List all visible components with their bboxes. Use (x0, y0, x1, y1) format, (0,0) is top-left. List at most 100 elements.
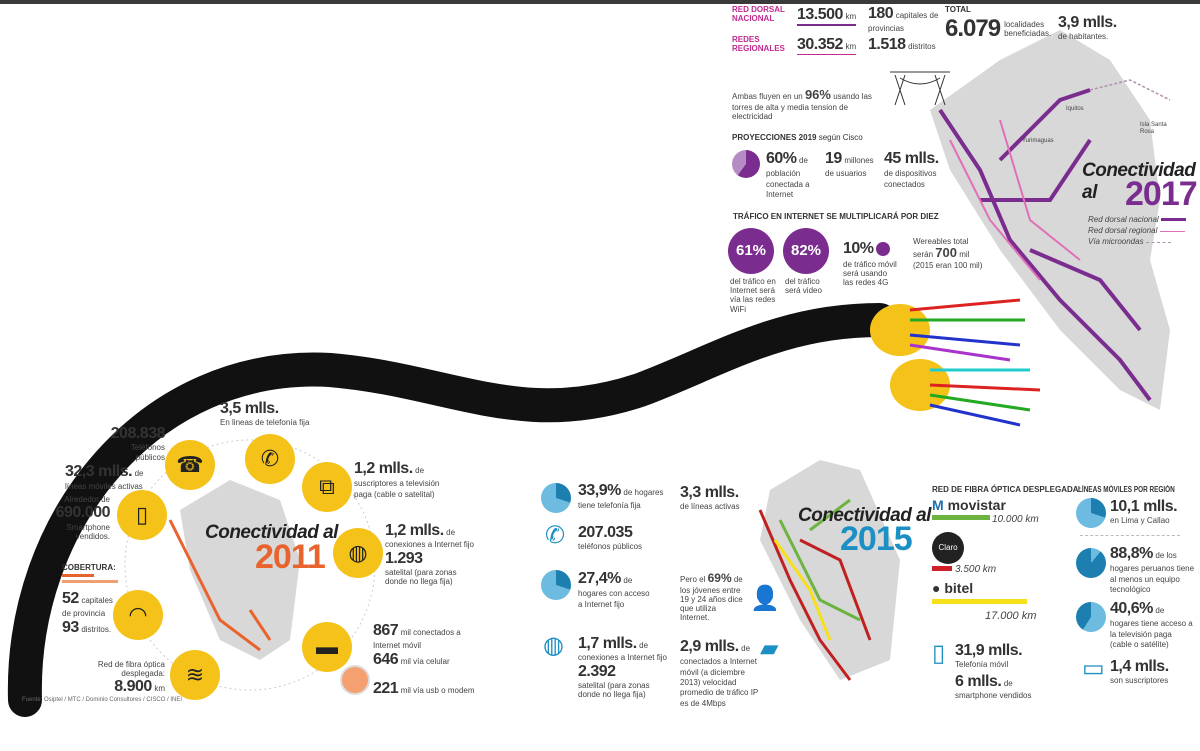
movistar-km: 10.000 km (992, 514, 1039, 525)
wearables-note: (2015 eran 100 mil) (913, 261, 983, 271)
trafico-title: TRÁFICO EN INTERNET SE MULTIPLICARÁ POR … (733, 212, 939, 221)
wifi-text: del tráfico en Internet será vía las red… (730, 277, 776, 314)
cel-2011-num: 646 (373, 651, 399, 668)
habitantes-num: 3,9 mlls. (1058, 14, 1117, 31)
region-title: LÍNEAS MÓVILES POR REGIÓN (1078, 485, 1175, 494)
city-yurimaguas: Yurimaguas (1022, 138, 1054, 144)
proy-pct-block: 60% de población conectada a Internet (766, 150, 816, 199)
legend-micro-swatch (1145, 241, 1171, 243)
claro-logo: Claro (932, 532, 964, 564)
fija-2015-block: 33,9% de hogares tiene telefonía fija (578, 482, 668, 511)
torres-pct: 96% (804, 87, 831, 102)
globe-icon: ◍ (543, 632, 564, 659)
movistar-lines-2015 (778, 498, 861, 622)
usb-2011-text: mil vía usb o modem (400, 686, 475, 695)
pie-movil-icon (340, 665, 370, 695)
divider (1080, 535, 1180, 536)
movil-2011-block: 867 mil conectados a Internet móvil (373, 622, 468, 651)
desk-phone-icon: ☎ (165, 440, 215, 490)
susc-num: 1,4 mlls. (1110, 658, 1169, 675)
de-text: de (741, 644, 751, 653)
lineas-2015-text: de líneas activas (680, 502, 740, 512)
pie-888-icon (1076, 548, 1106, 578)
user-icon: 👤 (750, 585, 780, 612)
jovenes-block: Pero el 69% de los jóvenes entre 19 y 24… (680, 571, 745, 623)
km-unit: km (154, 684, 165, 694)
movil-text: de tráfico móvil será usando las redes 4… (843, 260, 897, 288)
cable-core-2 (890, 359, 950, 411)
equipo-text: de los hogares peruanos tiene al menos u… (1110, 551, 1195, 595)
title-2017: Conectividad al (1082, 160, 1196, 203)
red-dorsal-km: 13.500 (797, 6, 843, 23)
proyecciones-title: PROYECCIONES 2019 (732, 133, 817, 142)
globe-icon: ◍ (333, 528, 383, 578)
habitantes-text: de habitantes. (1058, 32, 1109, 42)
cable-core-1 (870, 304, 930, 356)
claro-km: 3.500 km (955, 564, 997, 575)
smart-2015-num: 6 mlls. (955, 672, 1002, 690)
movil-pct: 10% (843, 240, 874, 257)
tv-2011-block: 1,2 mlls. de suscriptores a televisión p… (354, 460, 449, 499)
proyecciones-source: según Cisco (818, 133, 863, 142)
habitantes-block: 3,9 mlls.de habitantes. (1058, 14, 1117, 42)
cobertura-bar-1 (62, 574, 94, 577)
wearables-unit: mil (959, 250, 970, 260)
fibra-2015-title: RED DE FIBRA ÓPTICA DESPLEGADA: (932, 485, 1082, 494)
movil-2015-block: 2,9 mlls. de conectados a Internet móvil… (680, 638, 760, 708)
torres-text-b: usando las torres de alta y media tensio… (732, 92, 872, 122)
fibra-2011-text: Red de fibra óptica desplegada: (97, 660, 165, 679)
capitales-block: 180 capitales de provincias (868, 5, 948, 34)
redes-regionales-value: 30.352 km (797, 36, 857, 56)
wearables-block: Wereables total serán 700 mil (2015 eran… (913, 237, 983, 270)
bitel-logo: ● bitel (932, 580, 973, 596)
wearables-text: Wereables total serán (913, 237, 969, 260)
movistar-logo: M movistar (932, 497, 1006, 513)
claro-lines-2015 (758, 509, 872, 681)
movil-2011-num: 867 (373, 622, 399, 639)
bitel-bar (932, 599, 1027, 604)
pie-60-icon (732, 150, 760, 178)
tv-2015-text: de hogares tiene acceso a la televisión … (1110, 606, 1193, 650)
susc-text: son suscriptores (1110, 676, 1169, 686)
city-isla-santa-rosa: Isla Santa Rosa (1140, 122, 1167, 135)
inet-2015-block: 27,4% de hogares con acceso a Internet f… (578, 570, 653, 609)
legend-regional: Red dorsal regional (1088, 225, 1186, 236)
distritos-block: 1.518 distritos (868, 36, 936, 54)
claro-bar (932, 566, 952, 571)
tv-2015-pct: 40,6% (1110, 600, 1153, 617)
city-iquitos: Iquitos (1066, 106, 1084, 112)
total-num: 6.079 (945, 15, 1001, 42)
publicos-2015-num: 207.035 (578, 524, 633, 541)
publicos-2011-num: 208.838 (110, 425, 166, 442)
publicos-2015-text: teléfonos públicos (578, 542, 643, 552)
legend-nacional-swatch (1160, 218, 1186, 222)
wifi-icon: ◠ (113, 590, 163, 640)
legend-micro-label: Vía microondas (1088, 237, 1144, 247)
pie-274-icon (541, 570, 571, 600)
red-dorsal-value: 13.500 km (797, 6, 857, 27)
bitel-dot-icon: ● (932, 580, 941, 596)
tel-movil-text: Telefonía móvil (955, 660, 1009, 670)
cel-2011-text: mil vía celular (400, 657, 450, 666)
fija-2015-text: de hogares tiene telefonía fija (578, 488, 664, 511)
lima-block: 10,1 mlls.en Lima y Callao (1110, 498, 1178, 526)
fiber-strands (909, 298, 1041, 427)
proy-pct: 60% (766, 150, 797, 167)
publicos-2011-text: Teléfonos públicos (130, 443, 165, 462)
sat-2015-num: 2.392 (578, 662, 616, 680)
pie-406-icon (1076, 602, 1106, 632)
fija-2011-num: 3,5 mlls. (220, 400, 279, 417)
movistar-name: movistar (947, 497, 1006, 513)
de-text: de (134, 469, 144, 478)
movil-2015-num: 2,9 mlls. (680, 638, 739, 655)
legend-2017: Red dorsal nacional Red dorsal regional … (1088, 214, 1186, 248)
capitales-text: capitales de provincias (868, 11, 939, 34)
tv-2011-num: 1,2 mlls. (354, 460, 413, 477)
lineas-2015-block: 3,3 mlls.de líneas activas (680, 484, 740, 512)
video-pct: 82% (783, 228, 829, 274)
